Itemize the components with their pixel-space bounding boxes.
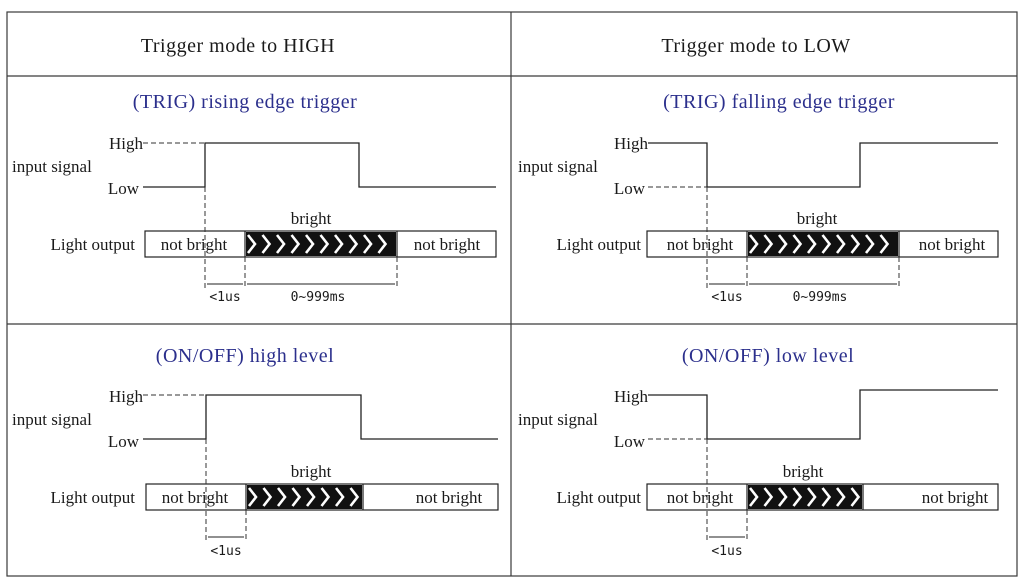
panel-rising-edge: (TRIG) rising edge trigger High input si… [12, 91, 497, 305]
light-output-label: Light output [50, 488, 135, 507]
light-output-label: Light output [50, 235, 135, 254]
not-bright-label: not bright [667, 488, 734, 507]
not-bright-label: not bright [162, 488, 229, 507]
chevron-icon [261, 234, 272, 254]
chevron-icon [275, 234, 286, 254]
delay-label: <1us [711, 544, 742, 559]
low-label: Low [614, 432, 646, 451]
chevron-icon [304, 234, 315, 254]
chevron-icon [290, 234, 301, 254]
table-border [6, 11, 1018, 577]
panel-low-level: (ON/OFF) low level High input signal Low… [518, 345, 999, 559]
not-bright-label: not bright [161, 235, 228, 254]
panel-high-level: (ON/OFF) high level High input signal Lo… [12, 345, 499, 559]
chevron-icon [850, 234, 861, 254]
chevron-icon [748, 487, 759, 507]
chevron-icon [291, 487, 302, 507]
chevron-icon [349, 487, 360, 507]
bright-label: bright [783, 462, 824, 481]
high-label: High [614, 134, 649, 153]
not-bright-label: not bright [414, 235, 481, 254]
bright-label: bright [291, 462, 332, 481]
bright-segment [247, 485, 362, 509]
chevron-icon [320, 487, 331, 507]
input-signal-waveform [648, 142, 998, 188]
bright-segment [748, 485, 862, 509]
bright-segment [246, 232, 396, 256]
chevron-icon [377, 234, 388, 254]
low-label: Low [614, 179, 646, 198]
duration-label: 0~999ms [793, 290, 848, 305]
panel-falling-edge: (TRIG) falling edge trigger High input s… [518, 91, 999, 305]
input-signal-label: input signal [12, 157, 92, 176]
chevron-icon [247, 487, 258, 507]
chevron-icon [319, 234, 330, 254]
header-low: Trigger mode to LOW [661, 35, 850, 57]
input-signal-label: input signal [518, 157, 598, 176]
delay-label: <1us [209, 290, 240, 305]
chevron-icon [748, 234, 759, 254]
chevron-icon [806, 487, 817, 507]
bright-label: bright [797, 209, 838, 228]
chevron-icon [792, 234, 803, 254]
input-signal-label: input signal [12, 410, 92, 429]
chevron-icon [262, 487, 273, 507]
chevron-icon [835, 487, 846, 507]
chevron-icon [763, 234, 774, 254]
panel-title: (TRIG) rising edge trigger [133, 91, 358, 113]
input-signal-waveform [143, 394, 498, 440]
chevron-icon [763, 487, 774, 507]
delay-label: <1us [711, 290, 742, 305]
chevron-icon [879, 234, 890, 254]
input-signal-label: input signal [518, 410, 598, 429]
low-label: Low [108, 179, 140, 198]
panel-title: (ON/OFF) high level [156, 345, 334, 367]
chevron-icon [777, 487, 788, 507]
light-output-label: Light output [556, 235, 641, 254]
input-signal-waveform [648, 389, 998, 440]
chevron-icon [821, 234, 832, 254]
chevron-icon [246, 234, 257, 254]
chevron-icon [305, 487, 316, 507]
chevron-icon [777, 234, 788, 254]
panel-title: (ON/OFF) low level [682, 345, 854, 367]
chevron-icon [821, 487, 832, 507]
not-bright-label: not bright [919, 235, 986, 254]
low-label: Low [108, 432, 140, 451]
duration-label: 0~999ms [291, 290, 346, 305]
chevron-icon [276, 487, 287, 507]
header-high: Trigger mode to HIGH [141, 35, 335, 57]
bright-label: bright [291, 209, 332, 228]
table-grid [6, 11, 1018, 577]
high-label: High [109, 134, 144, 153]
input-signal-waveform [143, 142, 496, 188]
high-label: High [109, 387, 144, 406]
chevron-icon [333, 234, 344, 254]
not-bright-label: not bright [416, 488, 483, 507]
chevron-icon [835, 234, 846, 254]
not-bright-label: not bright [667, 235, 734, 254]
high-label: High [614, 387, 649, 406]
chevron-icon [806, 234, 817, 254]
chevron-icon [348, 234, 359, 254]
chevron-icon [850, 487, 861, 507]
chevron-icon [362, 234, 373, 254]
light-output-label: Light output [556, 488, 641, 507]
chevron-icon [792, 487, 803, 507]
panel-title: (TRIG) falling edge trigger [663, 91, 895, 113]
delay-label: <1us [210, 544, 241, 559]
not-bright-label: not bright [922, 488, 989, 507]
chevron-icon [334, 487, 345, 507]
chevron-icon [864, 234, 875, 254]
bright-segment [748, 232, 898, 256]
